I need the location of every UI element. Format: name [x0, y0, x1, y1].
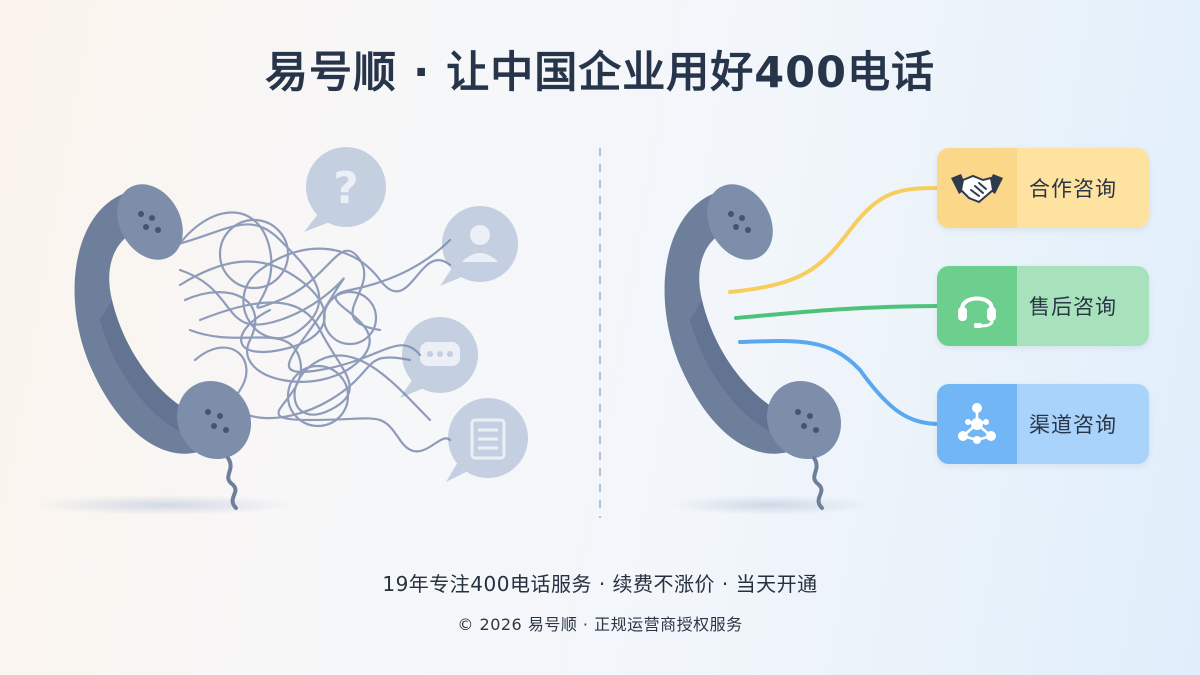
page-title: 易号顺 · 让中国企业用好400电话	[264, 48, 936, 98]
option-aftersales-label: 售后咨询	[1029, 295, 1117, 319]
right-phone-shadow	[670, 495, 870, 515]
tangled-wires	[173, 211, 452, 453]
person-icon	[440, 206, 518, 286]
handshake-icon	[937, 148, 1017, 228]
option-cooperation[interactable]: 合作咨询	[937, 148, 1149, 228]
chat-icon	[400, 317, 478, 398]
yellow-line	[728, 186, 942, 294]
question-mark-icon: ?	[304, 147, 386, 232]
left-phone-icon	[74, 184, 252, 510]
left-phone-shadow	[35, 495, 295, 515]
option-aftersales[interactable]: 售后咨询	[937, 266, 1149, 346]
right-phone-icon	[664, 184, 842, 510]
document-icon	[446, 398, 528, 482]
svg-text:?: ?	[333, 163, 359, 214]
option-channel[interactable]: 渠道咨询	[937, 384, 1149, 464]
left-bubbles: ?	[304, 147, 528, 482]
green-line	[734, 304, 942, 320]
blue-line	[738, 339, 942, 426]
footer-copyright: © 2026 易号顺 · 正规运营商授权服务	[457, 615, 743, 634]
option-cooperation-label: 合作咨询	[1029, 177, 1117, 201]
network-icon	[937, 384, 1017, 464]
option-channel-label: 渠道咨询	[1029, 413, 1117, 437]
headset-icon	[937, 266, 1017, 346]
footer-tagline: 19年专注400电话服务 · 续费不涨价 · 当天开通	[382, 572, 818, 596]
